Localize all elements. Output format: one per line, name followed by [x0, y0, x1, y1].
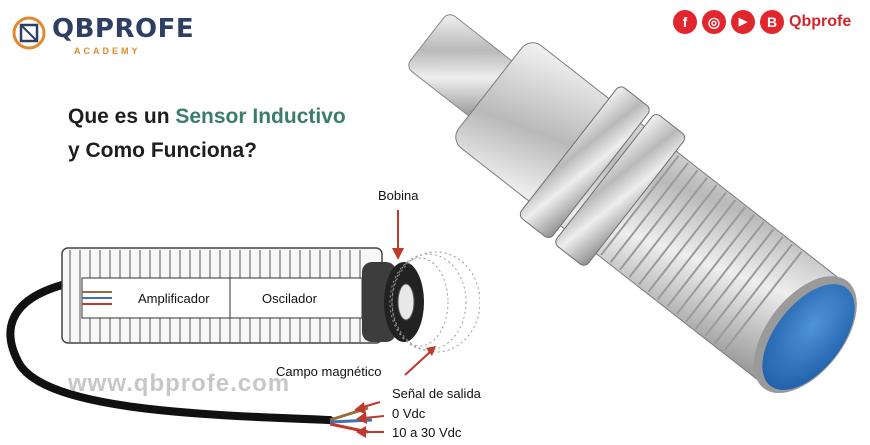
sensor-diagram [6, 210, 480, 438]
logo-mark-icon [12, 16, 46, 50]
youtube-icon[interactable]: ▶ [731, 10, 755, 34]
field-label: Campo magnético [276, 364, 382, 379]
social-handle[interactable]: Qbprofe [789, 13, 852, 30]
oscillator-label: Oscilador [262, 291, 317, 306]
brand-tagline: ACADEMY [74, 46, 141, 56]
output-label: Señal de salida [392, 386, 481, 401]
title-accent: Sensor Inductivo [175, 105, 346, 128]
blogger-icon[interactable]: B [760, 10, 784, 34]
title-prefix: Que es un [68, 105, 176, 128]
sensor-photo [408, 14, 857, 394]
zero-volt-label: 0 Vdc [392, 406, 426, 421]
page-title: Que es un Sensor Inductivo y Como Funcio… [68, 100, 346, 168]
brand-name: QBPROFE [52, 14, 195, 44]
title-line2: y Como Funciona? [68, 139, 257, 162]
amplifier-label: Amplificador [138, 291, 210, 306]
instagram-icon[interactable]: ◎ [702, 10, 726, 34]
supply-label: 10 a 30 Vdc [392, 425, 462, 440]
cable [6, 281, 334, 424]
coil-label: Bobina [378, 188, 419, 203]
social-bar: f ◎ ▶ B Qbprofe [673, 10, 863, 40]
facebook-icon[interactable]: f [673, 10, 697, 34]
watermark: www.qbprofe.com [68, 370, 291, 397]
brand-logo[interactable]: QBPROFE ACADEMY [12, 12, 194, 58]
